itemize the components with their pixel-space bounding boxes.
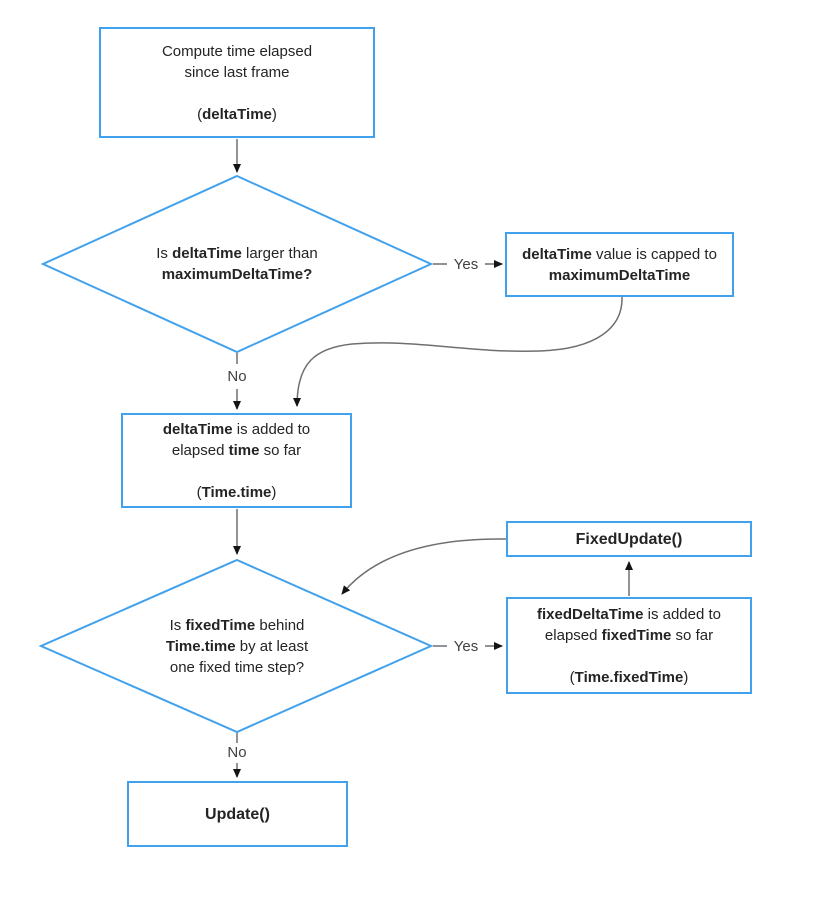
node-update: Update() — [127, 781, 348, 847]
node-fixed-update: FixedUpdate() — [506, 521, 752, 557]
arrow-cap-to-add-time-curve — [293, 296, 623, 407]
edge-label-yes-fixed: Yes — [453, 638, 479, 655]
edge-label-no-add: No — [227, 368, 247, 385]
arrow-fixed-update-to-check-fixed-curve — [341, 538, 507, 595]
edge-label-yes-cap: Yes — [453, 256, 479, 273]
decision-max-delta-diamond — [40, 174, 434, 354]
decision-fixed-time-diamond — [38, 558, 434, 734]
edge-label-no-update: No — [227, 744, 247, 761]
